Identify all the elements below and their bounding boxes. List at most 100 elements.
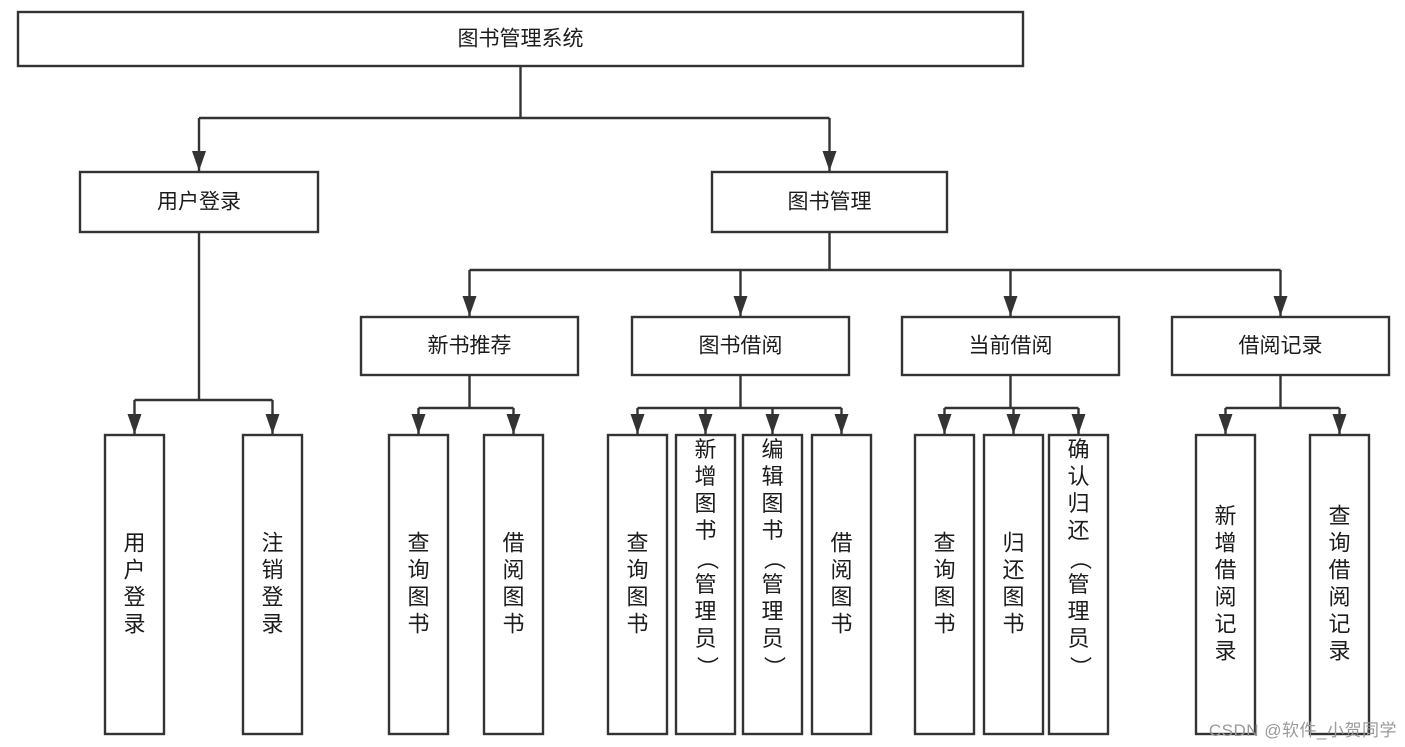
node-label: 当前借阅 [969, 335, 1053, 358]
node-label-char: 户 [123, 558, 145, 583]
node-box [1170, 315, 1391, 377]
arrow-head-icon [192, 151, 206, 171]
node-label-char: （ [695, 548, 720, 570]
node-label: 借阅记录 [1239, 335, 1323, 358]
node-label-char: 询 [1328, 531, 1350, 556]
node-label-char: 录 [1214, 639, 1236, 664]
node-book-borrow[interactable]: 图书借阅 [630, 315, 851, 377]
node-label-char: 借 [502, 531, 524, 556]
node-label-char: （ [1068, 548, 1093, 570]
node-label-char: 图 [626, 585, 648, 610]
node-box [1047, 433, 1110, 736]
arrow-head-icon [265, 414, 280, 434]
node-label-char: 录 [261, 612, 283, 637]
node-box [606, 433, 669, 736]
node-label-char: 借 [830, 531, 852, 556]
node-label: 图书管理 [788, 191, 872, 214]
node-label-char: 查 [626, 531, 648, 556]
node-label-char: 书 [502, 612, 524, 637]
node-label-char: 增 [1214, 531, 1236, 556]
node-label-char: ） [695, 656, 720, 678]
arrow-head-icon [937, 414, 952, 434]
node-label-char: 管 [1067, 572, 1089, 597]
arrow-head-icon [733, 296, 748, 316]
arrow-head-icon [698, 414, 713, 434]
node-new-book-recommend[interactable]: 新书推荐 [359, 315, 580, 377]
node-box [16, 10, 1025, 68]
arrow-head-icon [127, 414, 142, 434]
node-label-char: 阅 [830, 558, 852, 583]
node-label: 图书借阅 [699, 335, 783, 358]
node-label-char: 增 [694, 464, 716, 489]
node-label-char: 员 [694, 626, 716, 651]
node-label-char: （ [762, 548, 787, 570]
node-box [78, 170, 320, 234]
node-label-char: 书 [1002, 612, 1024, 637]
node-label-char: 查 [1328, 504, 1350, 529]
node-label-char: 认 [1067, 464, 1089, 489]
arrow-head-icon [822, 151, 837, 171]
node-box [710, 170, 949, 234]
node-leaf-user-login[interactable]: 用户登录 [103, 433, 166, 736]
node-label-char: ） [1068, 656, 1093, 678]
node-label-char: 辑 [761, 464, 783, 489]
node-label-char: 阅 [1214, 585, 1236, 610]
node-label-char: 管 [761, 572, 783, 597]
node-current-borrow[interactable]: 当前借阅 [900, 315, 1121, 377]
node-label-char: 记 [1328, 612, 1350, 637]
node-box [913, 433, 976, 736]
node-label-char: 注 [261, 531, 283, 556]
node-label-char: 登 [261, 585, 283, 610]
node-label-char: ） [762, 656, 787, 678]
node-box [630, 315, 851, 377]
node-box [810, 433, 873, 736]
node-book-manage[interactable]: 图书管理 [710, 170, 949, 234]
node-label: 图书管理系统 [458, 28, 584, 51]
node-user-login[interactable]: 用户登录 [78, 170, 320, 234]
node-label-char: 还 [1067, 518, 1089, 543]
arrow-head-icon [1071, 414, 1086, 434]
node-label-char: 书 [694, 518, 716, 543]
node-root[interactable]: 图书管理系统 [16, 10, 1025, 68]
node-box [482, 433, 545, 736]
arrow-head-icon [630, 414, 645, 434]
node-label-char: 查 [407, 531, 429, 556]
node-label-char: 查 [933, 531, 955, 556]
arrow-head-icon [1006, 414, 1021, 434]
node-box [674, 433, 737, 736]
node-borrow-record[interactable]: 借阅记录 [1170, 315, 1391, 377]
arrow-head-icon [1273, 296, 1288, 316]
node-label-char: 新 [694, 437, 716, 462]
node-box [103, 433, 166, 736]
node-label-char: 书 [761, 518, 783, 543]
node-label: 用户登录 [157, 191, 241, 214]
node-label-char: 询 [626, 558, 648, 583]
node-box [982, 433, 1045, 736]
node-label-char: 图 [933, 585, 955, 610]
node-label-char: 录 [123, 612, 145, 637]
node-label-char: 销 [261, 558, 283, 583]
arrow-head-icon [1218, 414, 1233, 434]
node-label-char: 图 [1002, 585, 1024, 610]
arrow-head-icon [506, 414, 521, 434]
